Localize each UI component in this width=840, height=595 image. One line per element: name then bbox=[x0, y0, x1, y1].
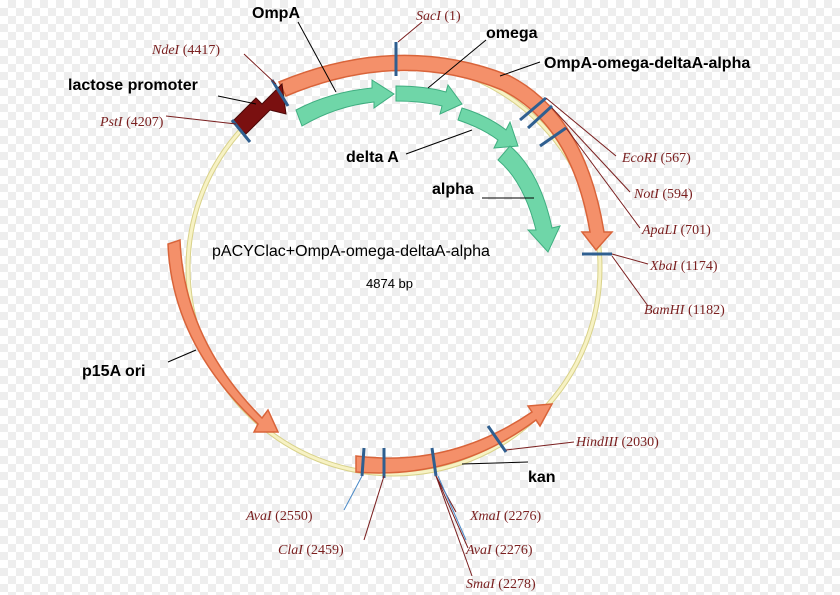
site-label-noti: NotI (594) bbox=[633, 187, 693, 202]
feature-label-lactose-promoter: lactose promoter bbox=[68, 77, 198, 94]
ompa-omega-deltaa-alpha-arrow bbox=[277, 54, 614, 252]
site-ticks bbox=[230, 42, 612, 478]
bamhi-leader bbox=[611, 255, 649, 307]
omega-green-arrow bbox=[395, 83, 463, 115]
ecori-leader bbox=[545, 97, 617, 157]
noti-leader bbox=[551, 107, 631, 193]
hindiii-leader bbox=[505, 441, 575, 451]
site-label-clai: ClaI (2459) bbox=[278, 543, 344, 558]
feature-label-omega: omega bbox=[486, 25, 538, 42]
apali-leader bbox=[565, 127, 641, 229]
ndei-leader bbox=[243, 53, 277, 85]
site-label-xbai: XbaI (1174) bbox=[649, 259, 718, 274]
avai-2550-tick bbox=[360, 447, 366, 477]
avai-blue-leader bbox=[437, 475, 467, 541]
site-label-avai-2276: AvaI (2276) bbox=[465, 543, 533, 558]
apali-tick bbox=[539, 126, 567, 148]
ecori-tick bbox=[519, 96, 547, 122]
site-label-psti: PstI (4207) bbox=[99, 115, 164, 130]
site-label-avai-2550: AvaI (2550) bbox=[245, 509, 313, 524]
feature-label-p15a-ori: p15A ori bbox=[82, 363, 145, 380]
smai-leader bbox=[435, 475, 473, 577]
site-label-saci: SacI (1) bbox=[416, 9, 461, 24]
feature-label-ompa: OmpA bbox=[252, 5, 300, 22]
site-label-apali: ApaLI (701) bbox=[641, 223, 711, 238]
feature-label-alpha: alpha bbox=[432, 181, 474, 198]
ompa-leader bbox=[297, 21, 337, 93]
ompa-green-arrow bbox=[295, 79, 395, 127]
lactose-promoter-leader bbox=[217, 95, 257, 105]
saci-leader bbox=[397, 21, 423, 43]
omega-leader bbox=[427, 39, 487, 89]
deltaa-green-arrow bbox=[457, 107, 519, 149]
p15a-ori-leader bbox=[167, 349, 197, 363]
clai-leader bbox=[363, 475, 385, 541]
kan-arrow bbox=[355, 403, 554, 474]
site-label-ecori: EcoRI (567) bbox=[621, 151, 691, 166]
feature-label-kan: kan bbox=[528, 469, 556, 486]
site-label-bamhi: BamHI (1182) bbox=[644, 303, 725, 318]
psti-leader bbox=[165, 115, 237, 125]
ndei-tick bbox=[270, 79, 290, 107]
site-leaders bbox=[165, 21, 649, 577]
xbai-leader bbox=[611, 253, 649, 265]
kan-leader bbox=[461, 461, 529, 465]
feature-label-deltaa: delta A bbox=[346, 149, 399, 166]
site-label-hindiii: HindIII (2030) bbox=[575, 435, 659, 450]
deltaa-leader bbox=[405, 129, 473, 155]
feature-leaders bbox=[167, 21, 541, 465]
alpha-green-arrow bbox=[497, 145, 561, 253]
feature-label-ompa-omega-deltaa-alpha: OmpA-omega-deltaA-alpha bbox=[544, 55, 750, 72]
site-label-smai: SmaI (2278) bbox=[466, 577, 536, 592]
plasmid-name: pACYClac+OmpA-omega-deltaA-alpha bbox=[212, 243, 490, 260]
ompa-omega-leader bbox=[499, 61, 541, 77]
site-label-xmai: XmaI (2276) bbox=[469, 509, 541, 524]
hindiii-tick bbox=[486, 425, 508, 453]
plasmid-size: 4874 bp bbox=[366, 276, 413, 291]
site-label-ndei: NdeI (4417) bbox=[151, 43, 220, 58]
xmai-tick bbox=[430, 447, 438, 477]
avai-2550-leader bbox=[343, 475, 363, 511]
p15a-ori-arrow bbox=[167, 238, 280, 433]
noti-tick bbox=[526, 104, 554, 130]
avai-2276-leader bbox=[435, 475, 469, 549]
